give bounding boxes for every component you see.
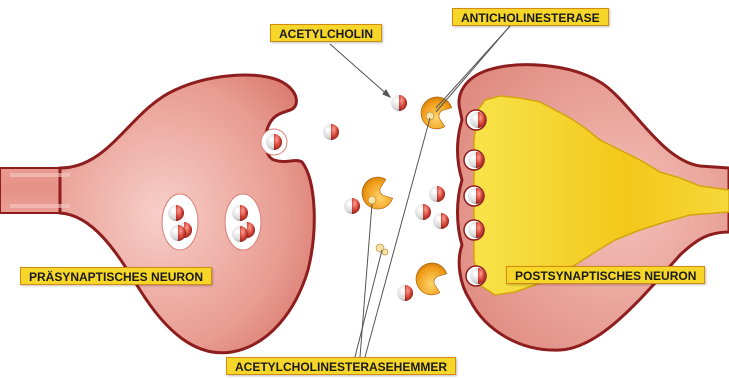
- acetylcholine-molecule: [429, 186, 445, 202]
- receptor-site: [464, 220, 484, 240]
- label-presynaptic-neuron: PRÄSYNAPTISCHES NEURON: [20, 267, 212, 285]
- receptor-site: [464, 186, 484, 206]
- acetylcholine-molecule: [433, 213, 449, 229]
- label-acetylcholinesterase-inhibitor: ACETYLCHOLINESTERASEHEMMER: [226, 357, 456, 375]
- acetylcholine-molecule: [391, 95, 407, 111]
- acetylcholine-molecule: [344, 198, 360, 214]
- vesicle: [225, 194, 261, 250]
- label-acetylcholin: ACETYLCHOLIN: [270, 24, 382, 42]
- fusing-vesicle: [261, 129, 287, 155]
- label-postsynaptic-neuron: POSTSYNAPTISCHES NEURON: [506, 266, 705, 284]
- acetylcholine-molecule: [323, 124, 339, 140]
- receptor-site: [464, 150, 484, 170]
- acetylcholine-molecule: [415, 204, 431, 220]
- cholinesterase-enzyme: [411, 258, 448, 298]
- vesicle: [162, 194, 198, 250]
- label-anticholinesterase: ANTICHOLINESTERASE: [452, 8, 609, 26]
- inhibitor-molecule: [376, 244, 388, 255]
- acetylcholine-molecule: [397, 285, 413, 301]
- receptor-site: [466, 266, 486, 286]
- presynaptic-neuron: [0, 75, 314, 353]
- postsynaptic-neuron: [458, 65, 729, 350]
- cholinesterase-enzyme: [357, 174, 394, 214]
- receptor-site: [466, 110, 486, 130]
